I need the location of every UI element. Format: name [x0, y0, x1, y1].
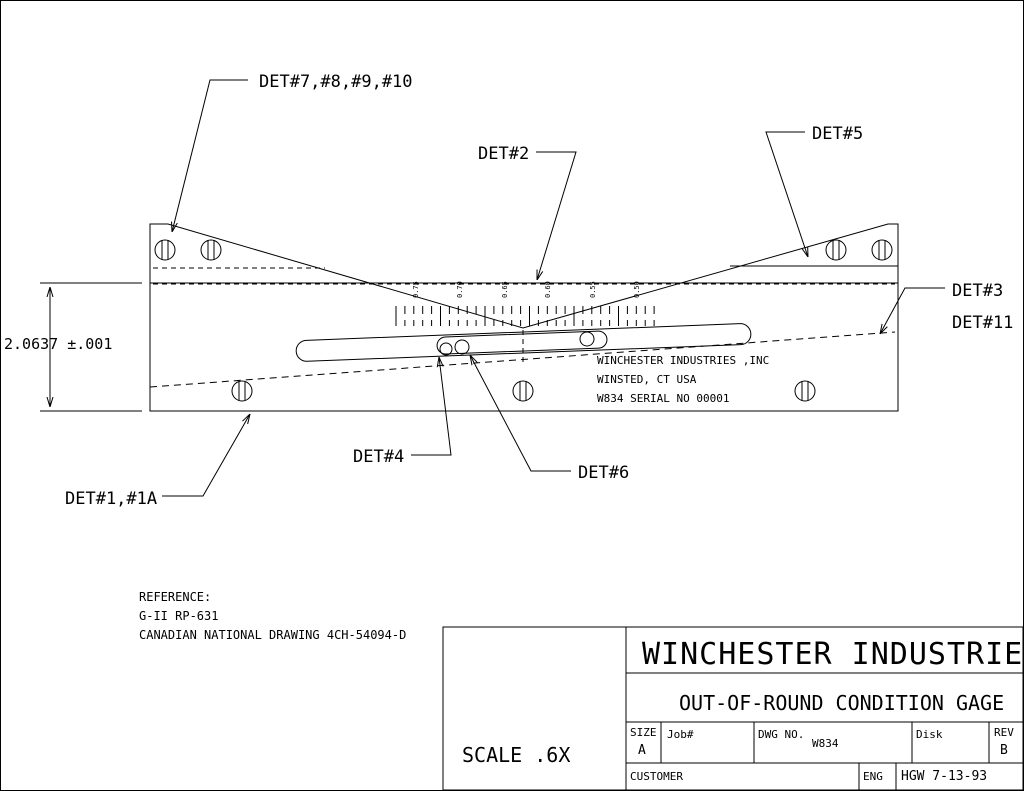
company-name: WINCHESTER INDUSTRIES INC.: [642, 637, 1024, 672]
reference-line-2: CANADIAN NATIONAL DRAWING 4CH-54094-D: [139, 628, 406, 642]
screw-icon: [231, 380, 253, 402]
callout-det1: DET#1,#1A: [65, 414, 250, 509]
scale-note: SCALE .6X: [462, 743, 570, 767]
gage-outline: [149, 223, 899, 412]
engraving-line-3: W834 SERIAL NO 00001: [597, 392, 729, 405]
callout-det4: DET#4: [353, 357, 452, 467]
title-block: WINCHESTER INDUSTRIES INC. OUT-OF-ROUND …: [442, 626, 1024, 791]
rev-value: B: [1000, 743, 1008, 758]
eng-value: HGW 7-13-93: [901, 769, 987, 784]
screw-icon: [200, 239, 222, 261]
scale-label: 0.55: [589, 281, 597, 298]
engraving-line-2: WINSTED, CT USA: [597, 373, 697, 386]
callout-det6-label: DET#6: [578, 463, 629, 483]
size-value: A: [638, 743, 646, 758]
height-dimension: 2.0637 ±.001: [4, 282, 142, 412]
scale-label: 0.60: [544, 281, 552, 298]
dwg-no-value: W834: [812, 737, 839, 750]
callout-det4-label: DET#4: [353, 447, 404, 467]
pin-icon: [454, 339, 470, 355]
dwg-no-label: DWG NO.: [758, 728, 804, 741]
screw-icon: [794, 380, 816, 402]
gage-body: 0.75 0.70 0.65 0.60 0.55 0.50 WINCHESTER…: [149, 223, 899, 412]
scale-label: 0.65: [501, 281, 509, 298]
callout-det3-label: DET#3: [952, 281, 1003, 301]
reference-line-1: G-II RP-631: [139, 609, 218, 623]
scale-label: 0.70: [456, 281, 464, 298]
engraving-line-1: WINCHESTER INDUSTRIES ,INC: [597, 354, 769, 367]
callout-det5-label: DET#5: [812, 124, 863, 144]
screw-icon: [871, 239, 893, 261]
callout-det2: DET#2: [478, 144, 577, 280]
rev-label: REV: [994, 726, 1014, 739]
reference-heading: REFERENCE:: [139, 590, 211, 604]
size-label: SIZE: [630, 726, 657, 739]
drawing-title: OUT-OF-ROUND CONDITION GAGE: [679, 691, 1004, 715]
graduation-scale: [395, 306, 655, 326]
scale-label: 0.75: [412, 281, 420, 298]
callout-det11-label: DET#11: [952, 313, 1013, 333]
callout-det2-label: DET#2: [478, 144, 529, 164]
reference-note: REFERENCE: G-II RP-631 CANADIAN NATIONAL…: [139, 590, 406, 642]
callout-det7-label: DET#7,#8,#9,#10: [259, 72, 413, 92]
pin-icon: [579, 331, 595, 347]
customer-label: CUSTOMER: [630, 770, 683, 783]
callout-det6: DET#6: [470, 355, 629, 483]
screw-icon: [825, 239, 847, 261]
scale-label: 0.50: [633, 281, 641, 298]
disk-label: Disk: [916, 728, 943, 741]
eng-label: ENG: [863, 770, 883, 783]
callout-det1-label: DET#1,#1A: [65, 489, 157, 509]
slide-plate: [436, 330, 608, 355]
scale-labels: 0.75 0.70 0.65 0.60 0.55 0.50: [412, 281, 641, 298]
screw-icon: [512, 380, 534, 402]
dimension-text: 2.0637 ±.001: [4, 335, 112, 353]
slider-slot: [295, 323, 752, 362]
callout-det7: DET#7,#8,#9,#10: [172, 72, 413, 232]
callout-det5: DET#5: [765, 124, 863, 257]
pin-icon: [439, 342, 453, 356]
screw-icon: [154, 239, 176, 261]
callout-det3: DET#3 DET#11: [880, 281, 1013, 334]
job-label: Job#: [667, 728, 694, 741]
